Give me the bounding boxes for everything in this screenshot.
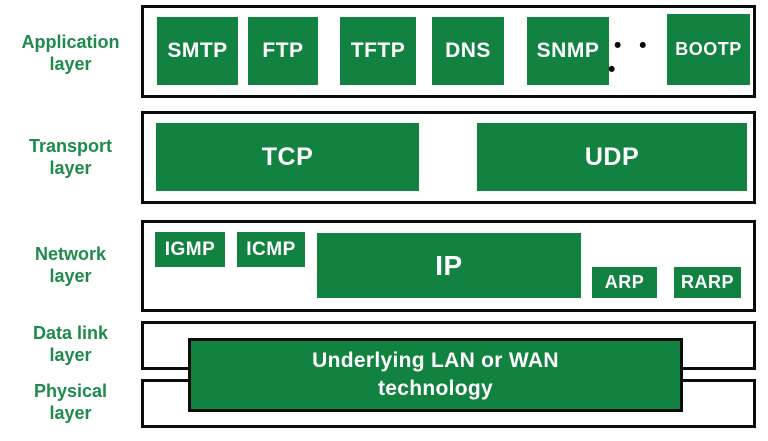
protocol-box-bootp: BOOTP [667, 14, 750, 85]
underlying-technology-line: technology [377, 377, 493, 400]
label-line: Network [34, 244, 106, 264]
protocol-box-ftp: FTP [248, 17, 318, 85]
label-physical-layer: Physical layer [0, 380, 141, 425]
label-line: layer [49, 403, 92, 424]
label-line: layer [49, 158, 92, 179]
protocol-box-ip: IP [317, 233, 581, 298]
label-line: layer [49, 54, 92, 75]
protocol-box-tftp: TFTP [340, 17, 416, 85]
protocol-box-udp: UDP [477, 123, 747, 191]
protocol-box-igmp: IGMP [155, 232, 225, 267]
protocol-box-smtp: SMTP [157, 17, 238, 85]
protocol-box-arp: ARP [592, 267, 657, 298]
underlying-technology-line: Underlying LAN or WAN [312, 349, 559, 373]
label-line: Transport [28, 136, 112, 156]
label-transport-layer: Transport layer [0, 135, 141, 180]
label-line: Data link [32, 323, 109, 343]
label-line: Application [21, 32, 120, 52]
more-protocols-ellipsis: • • • [608, 33, 653, 81]
label-datalink-layer: Data link layer [0, 322, 141, 367]
underlying-technology-box: Underlying LAN or WAN technology [188, 338, 683, 412]
label-application-layer: Application layer [0, 31, 141, 76]
label-line: Physical [33, 381, 108, 401]
protocol-box-rarp: RARP [674, 267, 741, 298]
label-line: layer [49, 266, 92, 287]
protocol-box-tcp: TCP [156, 123, 419, 191]
protocol-box-snmp: SNMP [527, 17, 609, 85]
label-network-layer: Network layer [0, 243, 141, 288]
protocol-box-icmp: ICMP [237, 232, 305, 267]
label-line: layer [49, 345, 92, 366]
protocol-box-dns: DNS [432, 17, 504, 85]
